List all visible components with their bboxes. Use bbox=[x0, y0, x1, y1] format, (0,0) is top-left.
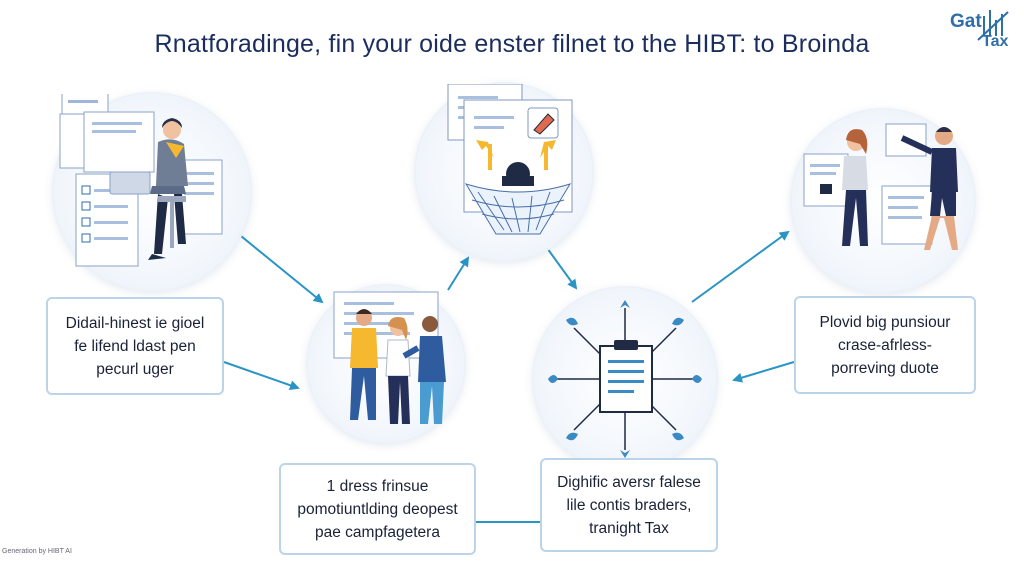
arrow-5 bbox=[691, 230, 790, 303]
box-right-line: porreving duote bbox=[831, 359, 939, 377]
box-bottom-right-line: tranight Tax bbox=[589, 519, 669, 537]
document-funnel-illustration bbox=[447, 84, 573, 235]
box-left-line: fe lifend ldast pen bbox=[74, 337, 196, 355]
box-bottom-right-line: Dighific aversr falese bbox=[557, 473, 701, 491]
woman-at-desk-illustration bbox=[59, 94, 223, 267]
presentation-illustration bbox=[803, 123, 958, 250]
box-bottom-left-line: pomotiuntlding deopest bbox=[297, 500, 458, 518]
diagram-title: Rnatforadinge, fin your oide enster filn… bbox=[154, 30, 870, 58]
arrow-6 bbox=[732, 361, 795, 383]
box-right-line: Plovid big punsiour bbox=[819, 313, 951, 331]
box-right-line: crase-afrless- bbox=[838, 336, 932, 354]
logo-text-gat: Gat bbox=[950, 11, 982, 32]
circle-document-network bbox=[534, 288, 716, 470]
box-bottom-right: Dighific aversr falese lile contis brade… bbox=[540, 458, 718, 552]
footer-caption: Generation by HIBT AI bbox=[2, 548, 72, 555]
document-network-illustration bbox=[548, 300, 702, 458]
logo-chart-icon bbox=[977, 10, 1009, 41]
arrow-3 bbox=[447, 256, 470, 291]
arrow-2 bbox=[223, 361, 300, 391]
arrow-1 bbox=[235, 231, 324, 304]
box-bottom-left: 1 dress frinsue pomotiuntlding deopest p… bbox=[279, 463, 476, 555]
team-illustration bbox=[333, 291, 446, 424]
box-right: Plovid big punsiour crase-afrless- porre… bbox=[794, 296, 976, 394]
circle-funnel bbox=[416, 84, 592, 260]
circle-research bbox=[54, 94, 250, 290]
box-left: Didail-hinest ie gioel fe lifend ldast p… bbox=[46, 297, 224, 395]
box-left-line: Didail-hinest ie gioel bbox=[65, 314, 205, 332]
box-left-line: pecurl uger bbox=[96, 360, 174, 378]
circle-presentation bbox=[792, 110, 974, 292]
box-bottom-right-line: lile contis braders, bbox=[566, 496, 692, 514]
box-bottom-left-line: 1 dress frinsue bbox=[326, 477, 429, 495]
gattax-logo: Gat Tax bbox=[946, 6, 1020, 50]
logo-text-tax: Tax bbox=[982, 33, 1009, 50]
circle-team bbox=[308, 286, 464, 442]
box-bottom-left-line: pae campfagetera bbox=[315, 523, 440, 541]
